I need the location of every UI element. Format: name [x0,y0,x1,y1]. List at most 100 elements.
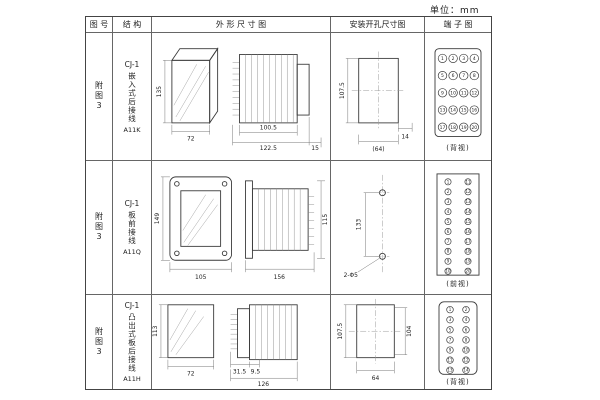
mounting-drawing-a11h: 107.5 104 64 [338,298,413,382]
side-view: 100.5 122.5 15 [232,54,322,152]
svg-text:15: 15 [465,219,471,224]
dim-label: 135 [157,86,163,97]
unit-label: 单位：mm [430,6,480,16]
series-label: CJ-1 [124,199,140,208]
svg-text:20: 20 [471,125,477,131]
svg-text:8: 8 [465,337,468,342]
cell-outline-row3: 113 72 31.5 9.5 126 [152,295,331,389]
dim-label: 64 [372,376,380,382]
col-header-mounting: 安装开孔尺寸图 [331,17,425,33]
svg-text:11: 11 [447,358,453,363]
svg-text:17: 17 [465,239,471,244]
cell-outline-row1: 135 72 100.5 122.5 15 [152,33,331,161]
dim-label: 105 [195,274,207,281]
model-label: A11K [123,125,141,134]
svg-text:17: 17 [440,125,446,131]
holes-label: 2-Φ5 [344,272,359,279]
figure-number: 附图3 [94,81,104,112]
dim-label: 104 [407,325,413,336]
dim-label: 72 [187,136,195,142]
svg-text:8: 8 [473,73,476,79]
svg-text:10: 10 [463,347,469,352]
col-header-outline: 外 形 尺 寸 图 [152,17,331,33]
svg-text:14: 14 [463,368,469,373]
side-view: 31.5 9.5 126 [230,304,298,388]
svg-text:10: 10 [450,90,456,96]
svg-text:1: 1 [441,56,444,62]
terminal-block-outline [436,173,480,276]
svg-text:19: 19 [465,259,471,264]
dim-label: 15 [311,146,319,152]
outline-drawing-a11q: 149 105 156 115 [154,176,329,281]
svg-text:3: 3 [462,56,465,62]
model-label: A11H [123,375,141,384]
svg-text:9: 9 [447,259,450,264]
svg-text:16: 16 [471,108,477,114]
svg-text:2: 2 [447,189,450,194]
svg-text:6: 6 [452,73,455,79]
view-label: (背视) [446,377,469,386]
col-header-structure: 结 构 [113,17,152,33]
cell-mounting-row1: 107.5 14 (64) [331,33,425,161]
svg-text:5: 5 [441,73,444,79]
svg-text:18: 18 [465,249,471,254]
dim-label: 107.5 [340,82,346,99]
svg-text:11: 11 [461,90,467,96]
structure-type-label: 凸出式板后接线 [127,312,137,373]
dim-label: 126 [258,382,270,388]
svg-text:12: 12 [465,189,471,194]
mounting-drawing-a11q: 133 2-Φ5 [344,174,390,279]
structure-type-label: 嵌入式后接线 [127,71,137,123]
svg-text:5: 5 [449,327,452,332]
svg-text:9: 9 [441,90,444,96]
structure-type-label: 板前接线 [127,211,137,245]
svg-text:7: 7 [462,73,465,79]
series-label: CJ-1 [124,300,140,310]
figure-number: 附图3 [94,212,104,243]
svg-text:18: 18 [450,125,456,131]
dim-label: 115 [322,214,329,226]
cell-structure-row3: CJ-1 凸出式板后接线 A11H [113,295,152,389]
col-header-fig: 图 号 [86,17,113,33]
svg-text:2: 2 [452,56,455,62]
svg-text:10: 10 [445,269,451,274]
terminal-block-outline [434,48,482,137]
svg-text:5: 5 [447,219,450,224]
svg-text:1: 1 [449,307,452,312]
view-label: (前视) [446,279,469,288]
model-label: A11Q [123,248,141,256]
svg-text:7: 7 [449,337,452,342]
svg-text:4: 4 [473,56,476,62]
svg-text:8: 8 [447,249,450,254]
svg-text:6: 6 [447,229,450,234]
cell-mounting-row2: 133 2-Φ5 [331,161,425,295]
cell-outline-row2: 149 105 156 115 [152,161,331,295]
dim-label: 9.5 [251,369,261,375]
svg-text:6: 6 [465,327,468,332]
cell-mounting-row3: 107.5 104 64 [331,295,425,389]
svg-text:12: 12 [471,90,477,96]
svg-text:4: 4 [465,317,468,322]
dim-label: (64) [372,147,384,153]
dim-label: 72 [187,371,195,377]
svg-text:14: 14 [450,108,456,114]
svg-text:4: 4 [447,209,450,214]
cell-structure-row1: CJ-1 嵌入式后接线 A11K [113,33,152,161]
cell-structure-row2: CJ-1 板前接线 A11Q [113,161,152,295]
svg-text:1: 1 [447,179,450,184]
spec-table: 图 号 结 构 外 形 尺 寸 图 安装开孔尺寸图 端 子 图 附图3 CJ-1… [85,16,492,390]
dim-label: 113 [153,325,159,336]
svg-text:13: 13 [447,368,453,373]
svg-text:3: 3 [449,317,452,322]
front-view: 149 105 [154,176,233,281]
dim-label: 149 [154,213,161,225]
svg-text:20: 20 [465,269,471,274]
dim-label: 107.5 [338,323,344,340]
outline-drawing-a11h: 113 72 31.5 9.5 126 [153,304,298,388]
svg-text:12: 12 [463,358,469,363]
